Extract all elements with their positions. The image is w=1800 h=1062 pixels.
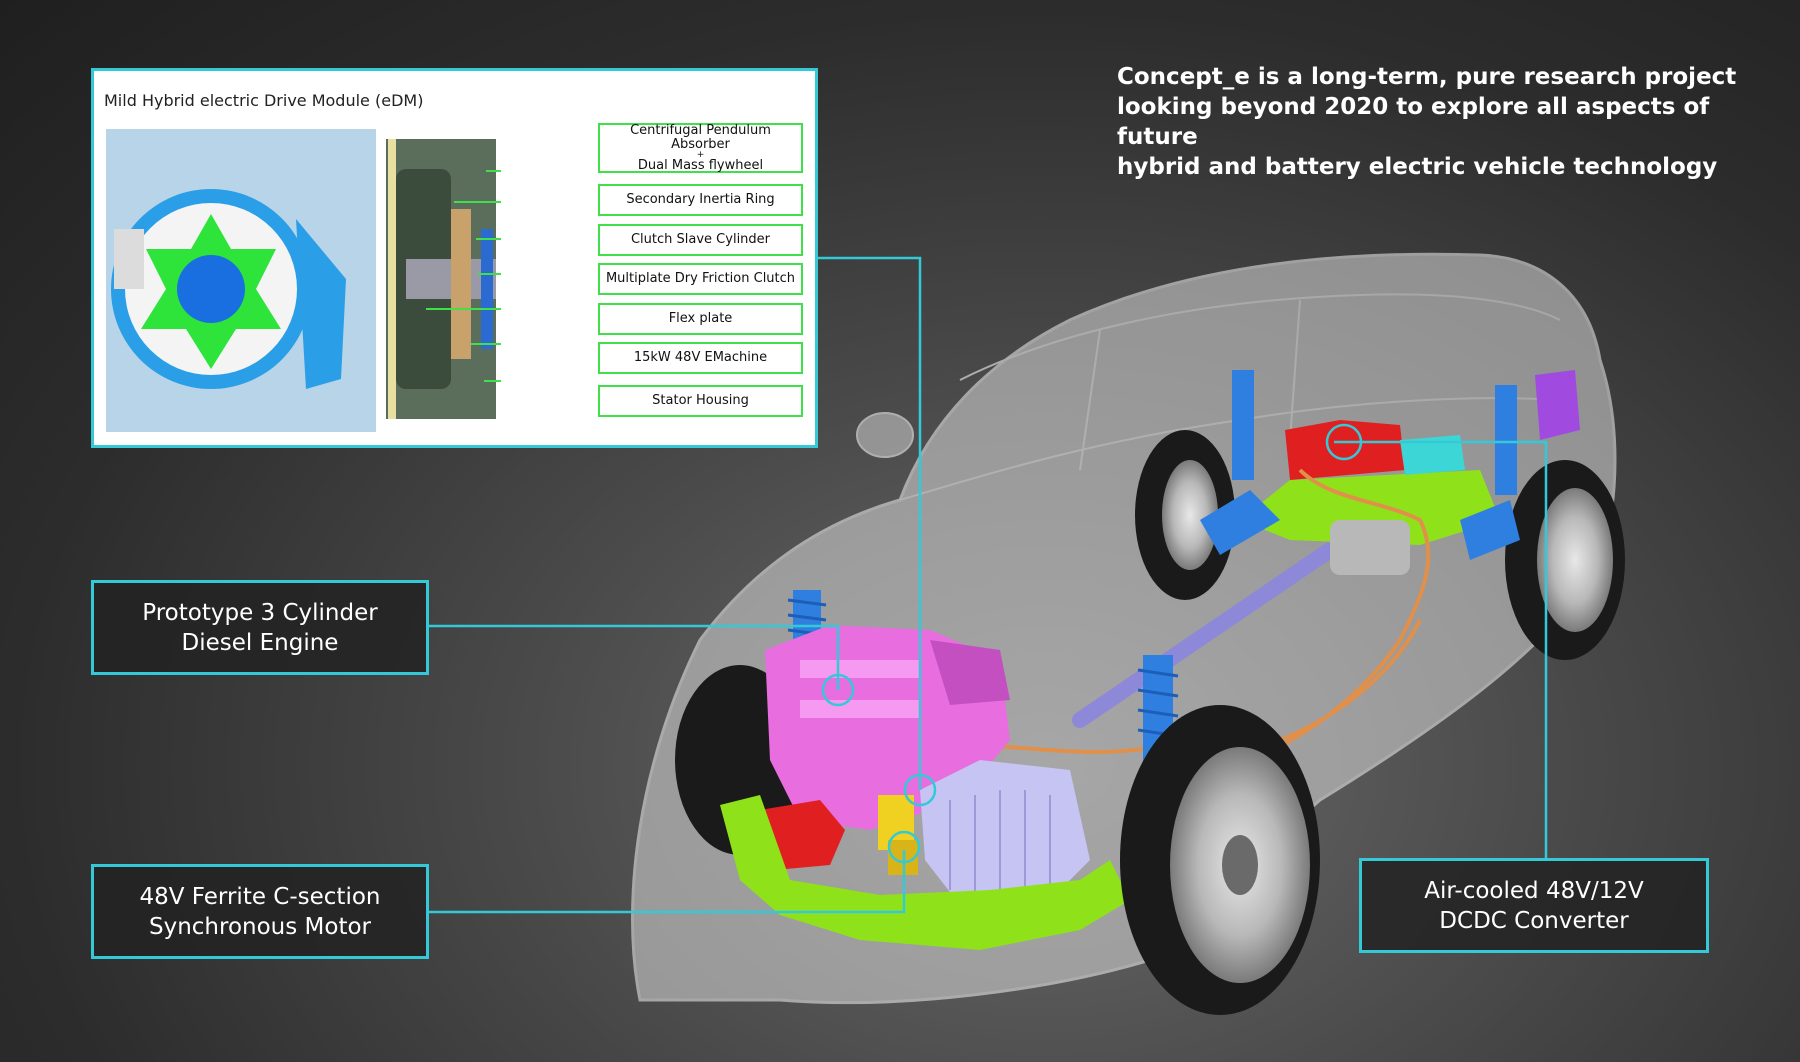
callout-line: 48V Ferrite C-section [139,883,381,910]
coupling-blocks [878,795,918,875]
callout-line: Diesel Engine [181,629,339,656]
callout-leader-lines [428,256,1548,914]
edm-panel-title: Mild Hybrid electric Drive Module (eDM) [104,91,424,110]
rear-right-wheel [1505,460,1625,660]
edm-label-pendulum-absorber: Centrifugal Pendulum Absorber + Dual Mas… [598,123,803,173]
edm-label-plus: + [696,149,705,160]
transmission [920,760,1090,905]
callout-line: Synchronous Motor [148,913,371,940]
front-right-wheel [1120,705,1320,1015]
callout-line: Air-cooled 48V/12V [1424,877,1644,904]
rear-left-wheel [1135,430,1235,600]
edm-drawings [106,129,501,432]
edm-label-line: Dual Mass flywheel [637,157,764,173]
edm-label-clutch-slave-cylinder: Clutch Slave Cylinder [598,224,803,256]
edm-label-line: Centrifugal Pendulum Absorber [630,122,771,152]
edm-inset-panel: Mild Hybrid electric Drive Module (eDM) [91,68,818,448]
callout-synchronous-motor: 48V Ferrite C-section Synchronous Motor [91,864,429,959]
callout-line: DCDC Converter [1439,907,1629,934]
edm-label-emachine: 15kW 48V EMachine [598,342,803,374]
edm-label-stator-housing: Stator Housing [598,385,803,417]
callout-diesel-engine: Prototype 3 Cylinder Diesel Engine [91,580,429,675]
rear-suspension [1200,370,1520,560]
rear-subframe [1240,470,1500,575]
headline-line: Concept_e is a long-term, pure research … [1117,64,1737,90]
edm-label-secondary-inertia-ring: Secondary Inertia Ring [598,184,803,216]
headline-line: looking beyond 2020 to explore all aspec… [1117,94,1710,150]
edm-front-view [111,189,346,389]
edm-label-dry-friction-clutch: Multiplate Dry Friction Clutch [598,263,803,295]
headline: Concept_e is a long-term, pure research … [1117,62,1757,182]
headline-line: hybrid and battery electric vehicle tech… [1117,154,1718,180]
edm-label-flex-plate: Flex plate [598,303,803,335]
rear-battery-pack [1285,370,1580,480]
callout-dcdc-converter: Air-cooled 48V/12V DCDC Converter [1359,858,1709,953]
driveshaft [1072,542,1338,728]
edm-pointer-arrows [426,170,501,382]
edm-cross-section [386,139,496,419]
callout-line: Prototype 3 Cylinder [142,599,378,626]
